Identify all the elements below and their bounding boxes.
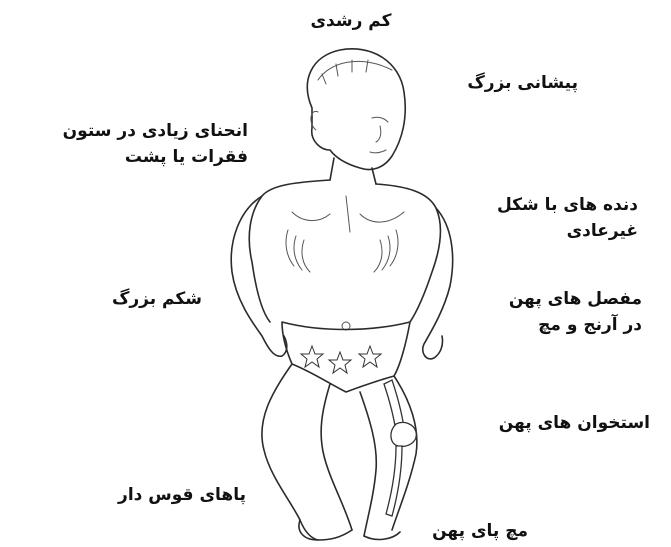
label-spine-curvature-line1: انحنای زیادی در ستون <box>22 118 248 144</box>
neck <box>330 158 376 184</box>
knee-joint <box>391 422 416 446</box>
label-spine-curvature-line2: فقرات یا پشت <box>22 144 248 170</box>
ribs-right <box>374 230 398 272</box>
label-wide-joints: مفصل های پهن در آرنج و مچ <box>472 286 642 338</box>
label-wide-joints-line2: در آرنج و مچ <box>472 312 642 338</box>
head-outline <box>307 49 405 170</box>
label-large-forehead: پیشانی بزرگ <box>452 70 578 96</box>
hair <box>318 60 392 84</box>
ribs-left <box>286 230 310 272</box>
label-wide-bones: استخوان های پهن <box>460 410 650 436</box>
underwear-pattern <box>329 352 351 373</box>
tibia-bone <box>386 446 402 516</box>
right-foot <box>364 532 400 539</box>
left-arm <box>231 196 287 356</box>
label-bowed-legs: پاهای قوس دار <box>96 482 246 508</box>
label-abnormal-ribs-line2: غیرعادی <box>450 218 638 244</box>
left-leg <box>262 364 352 540</box>
chest <box>292 196 404 232</box>
label-spine-curvature: انحنای زیادی در ستون فقرات یا پشت <box>22 118 248 170</box>
underwear-pattern <box>301 346 323 367</box>
label-stunting: کم رشدی <box>296 8 406 34</box>
left-foot <box>299 520 352 540</box>
label-wide-ankle: مچ پای پهن <box>412 518 528 544</box>
face <box>370 117 388 153</box>
label-wide-joints-line1: مفصل های پهن <box>472 286 642 312</box>
label-abnormal-ribs: دنده های با شکل غیرعادی <box>450 192 638 244</box>
torso-outline <box>249 180 440 322</box>
label-large-abdomen: شکم بزرگ <box>92 286 202 312</box>
underwear-pattern <box>359 346 381 367</box>
label-abnormal-ribs-line1: دنده های با شکل <box>450 192 638 218</box>
